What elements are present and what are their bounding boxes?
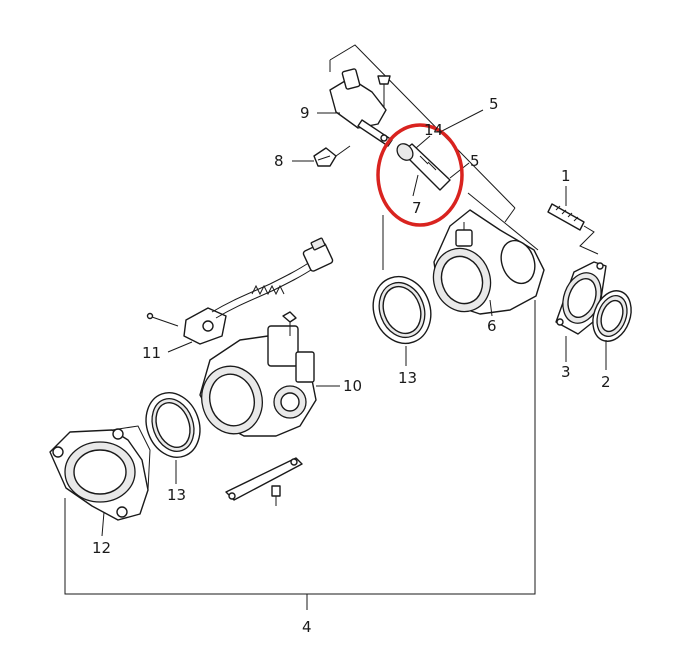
callout-13-lower: 13 <box>167 486 186 504</box>
part-13-seal-ring-upper <box>372 275 432 345</box>
callout-8: 8 <box>274 152 284 170</box>
part-10-throttle-body <box>199 311 317 437</box>
callout-2: 2 <box>601 373 611 391</box>
callout-4: 4 <box>302 618 312 636</box>
highlight-circle <box>376 123 464 227</box>
throttle-linkage-bracket <box>225 457 303 506</box>
part-11-sensor-harness <box>146 237 334 345</box>
callout-13-upper: 13 <box>398 369 417 387</box>
callout-6: 6 <box>487 317 497 335</box>
callout-10: 10 <box>343 377 362 395</box>
part-1-stud-bolt <box>547 203 599 255</box>
callout-1: 1 <box>561 167 571 185</box>
callout-7: 7 <box>412 199 422 217</box>
callout-5-upper: 5 <box>489 95 499 113</box>
part-13-seal-ring-lower <box>145 392 201 458</box>
callout-5-inner: 5 <box>470 152 480 170</box>
part-12-adapter-flange <box>49 425 151 521</box>
callout-3: 3 <box>561 363 571 381</box>
assembly-bracket-lines <box>64 44 539 610</box>
part-8-clip <box>313 145 351 167</box>
callout-leaders <box>101 109 607 537</box>
callout-14: 14 <box>424 121 443 139</box>
callout-11: 11 <box>142 344 161 362</box>
callout-numbers: 1 2 3 4 5 5 6 7 8 9 10 11 12 13 13 14 <box>92 95 611 636</box>
callout-9: 9 <box>300 104 310 122</box>
part-2-o-ring <box>592 290 632 342</box>
part-7-fitting <box>396 143 451 191</box>
part-9-valve-bracket <box>329 68 393 147</box>
part-6-intake-elbow <box>432 209 545 315</box>
callout-12: 12 <box>92 539 111 557</box>
